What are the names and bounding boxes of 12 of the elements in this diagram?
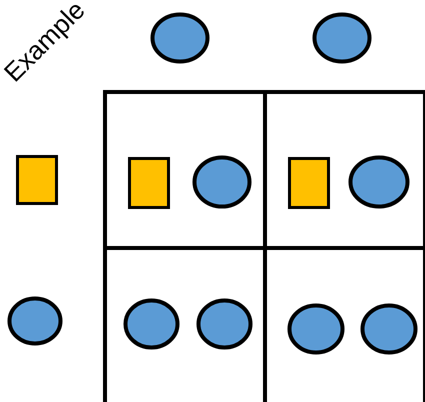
circle-icon [123,298,180,350]
circle-icon [196,298,253,350]
circle-icon [348,155,410,209]
circle-icon [360,303,418,355]
circle-icon [7,296,63,346]
square-icon [16,155,58,205]
circle-icon [312,12,372,64]
circle-icon [192,155,252,209]
square-icon [288,157,330,209]
circle-icon [150,12,210,64]
circle-icon [287,303,345,355]
square-icon [128,157,170,209]
